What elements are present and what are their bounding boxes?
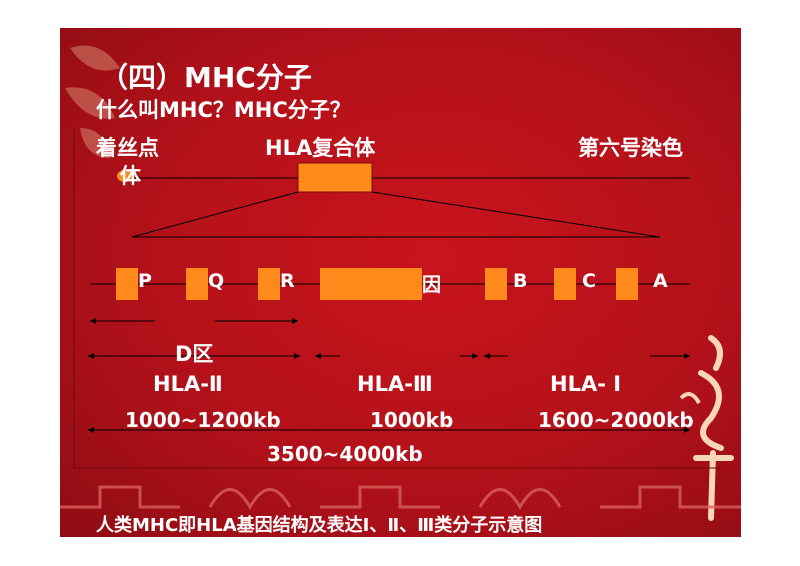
calligraphy-decoration-icon [679, 335, 734, 521]
gene-label-b: B [513, 270, 528, 292]
gene-box-a [616, 268, 638, 300]
centromere-label-2: 体 [120, 164, 141, 188]
class1-size: 1600~2000kb [538, 408, 694, 432]
class3-size: 1000kb [370, 408, 454, 432]
class1-name: HLA- Ⅰ [550, 372, 622, 396]
gene-box-q [186, 268, 208, 300]
gene-box-p [116, 268, 138, 300]
hla-gene-diagram [73, 128, 720, 469]
centromere-marker [117, 170, 133, 182]
gene-label-complement: 因 [422, 274, 442, 296]
gene-label-p: P [138, 270, 152, 292]
total-size: 3500~4000kb [267, 442, 423, 466]
gene-label-r: R [280, 270, 295, 292]
page-title: （四）MHC分子 [100, 61, 312, 94]
gene-label-c: C [582, 270, 596, 292]
gene-box-complement [320, 268, 422, 300]
gene-box-c [554, 268, 576, 300]
d-region-label: D区 [175, 342, 214, 366]
class2-name: HLA-Ⅱ [153, 372, 223, 396]
subtitle: 什么叫MHC？MHC分子？ [96, 98, 351, 122]
hla-complex-label: HLA复合体 [265, 136, 376, 160]
class2-size: 1000~1200kb [125, 408, 281, 432]
caption: 人类MHC即HLA基因结构及表达Ⅰ、Ⅱ、Ⅲ类分子示意图 [96, 515, 543, 536]
slide: （四）MHC分子 什么叫MHC？MHC分子？ 着丝点 体 HLA复合体 第六号染… [60, 28, 741, 537]
gene-label-a: A [653, 270, 668, 292]
gene-box-r [258, 268, 280, 300]
gene-label-q: Q [208, 270, 225, 292]
class3-name: HLA-Ⅲ [357, 372, 433, 396]
gene-box-b [485, 268, 507, 300]
zoom-line-left [131, 191, 299, 238]
zoom-line-right [371, 191, 661, 238]
hla-complex-box [297, 162, 373, 193]
centromere-label: 着丝点 [96, 136, 159, 160]
decorative-flower-icon [65, 45, 120, 158]
decorative-pattern-band [60, 485, 741, 511]
chromosome-label: 第六号染色 [578, 136, 683, 160]
